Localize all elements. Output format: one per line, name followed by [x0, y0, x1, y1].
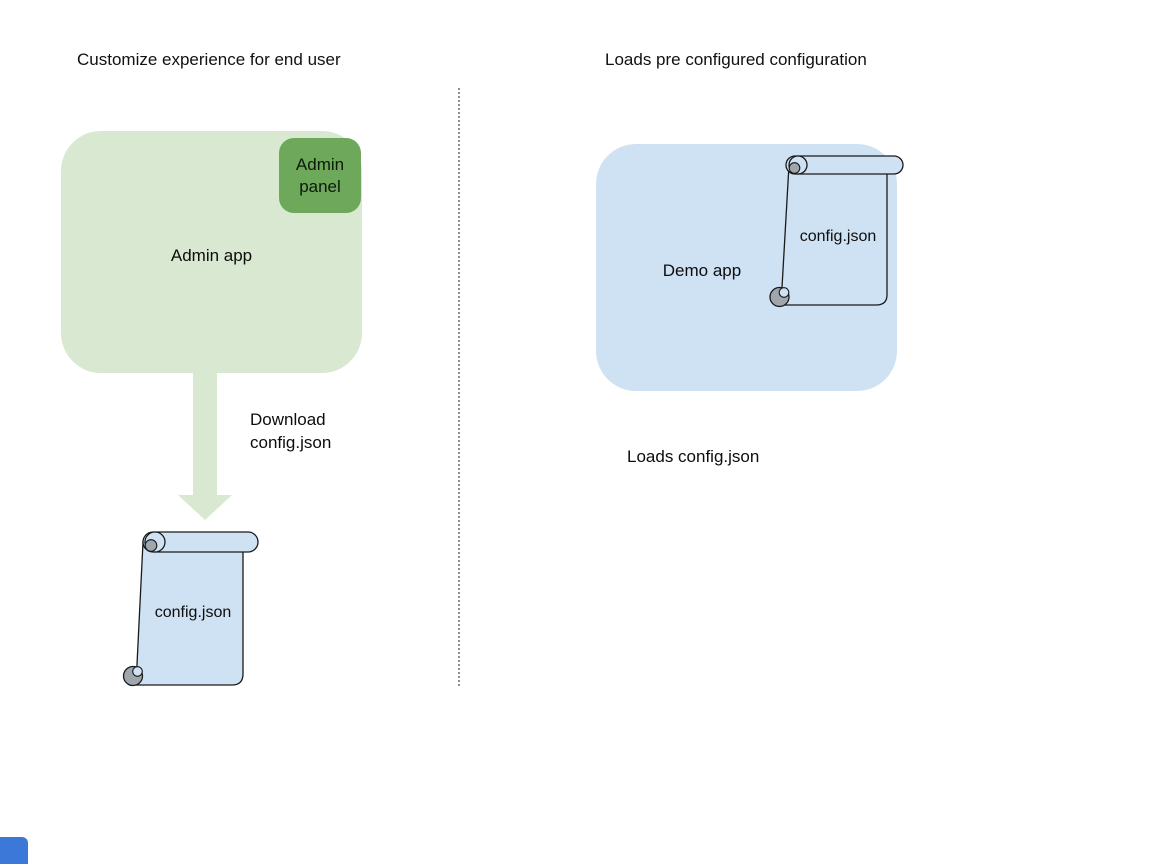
scroll-top-roll: [785, 155, 904, 175]
config-json-label-left: config.json: [154, 604, 232, 621]
section-divider: [458, 88, 460, 686]
loads-config-caption: Loads config.json: [627, 447, 760, 466]
left-section-title: Customize experience for end user: [77, 50, 341, 69]
admin-panel-box: Admin panel: [279, 138, 361, 213]
corner-accent-square: [0, 837, 28, 864]
config-json-label-right: config.json: [799, 228, 877, 245]
download-arrow-icon: [178, 373, 232, 520]
admin-panel-label: Admin panel: [295, 154, 345, 196]
scroll-body: [780, 164, 888, 306]
download-config-label: Download config.json: [250, 410, 332, 452]
right-section-title: Loads pre configured configuration: [605, 50, 867, 69]
scroll-top-roll: [142, 531, 259, 553]
config-json-scroll-icon: [769, 155, 904, 308]
config-json-scroll-icon: [122, 531, 259, 687]
scroll-body: [135, 541, 244, 686]
demo-app-label: Demo app: [662, 261, 742, 280]
admin-app-label: Admin app: [170, 246, 253, 265]
